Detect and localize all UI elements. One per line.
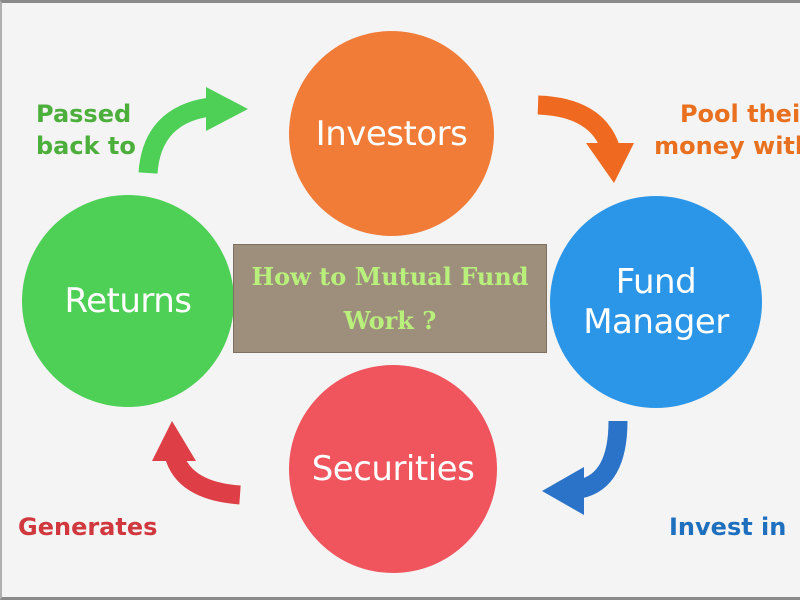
arrow-securities-to-returns — [152, 421, 241, 505]
edge-label-pool-line-2: money with — [654, 132, 800, 160]
arrow-fund-to-securities — [542, 420, 628, 515]
edge-label-passed-back-to: Passed back to — [36, 98, 156, 162]
arrow-returns-to-investors — [138, 87, 248, 174]
arrows-layer — [138, 87, 634, 515]
edge-label-generates: Generates — [18, 513, 158, 541]
node-securities: Securities — [289, 365, 497, 573]
edge-label-passed-line-2: back to — [36, 132, 136, 160]
node-fund-manager-label-1: Fund — [615, 262, 697, 302]
node-investors: Investors — [289, 31, 494, 236]
edge-label-pool-their-money: Pool their money with — [642, 98, 800, 162]
diagram-title-box: How to Mutual Fund Work ? — [233, 244, 547, 353]
node-investors-label: Investors — [315, 113, 468, 154]
node-returns: Returns — [22, 195, 234, 407]
node-fund-manager-label-2: Manager — [583, 302, 729, 342]
node-returns-label: Returns — [64, 281, 192, 321]
diagram-title-line-2: Work ? — [343, 305, 437, 335]
diagram-title-line-1: How to Mutual Fund — [251, 261, 529, 291]
node-fund-manager: Fund Manager — [550, 196, 762, 408]
edge-label-invest-in: Invest in — [669, 513, 787, 541]
arrow-investors-to-fund — [537, 95, 634, 183]
edge-label-passed-line-1: Passed — [36, 100, 132, 128]
edge-label-pool-line-1: Pool their — [679, 100, 800, 128]
node-securities-label: Securities — [311, 449, 475, 489]
